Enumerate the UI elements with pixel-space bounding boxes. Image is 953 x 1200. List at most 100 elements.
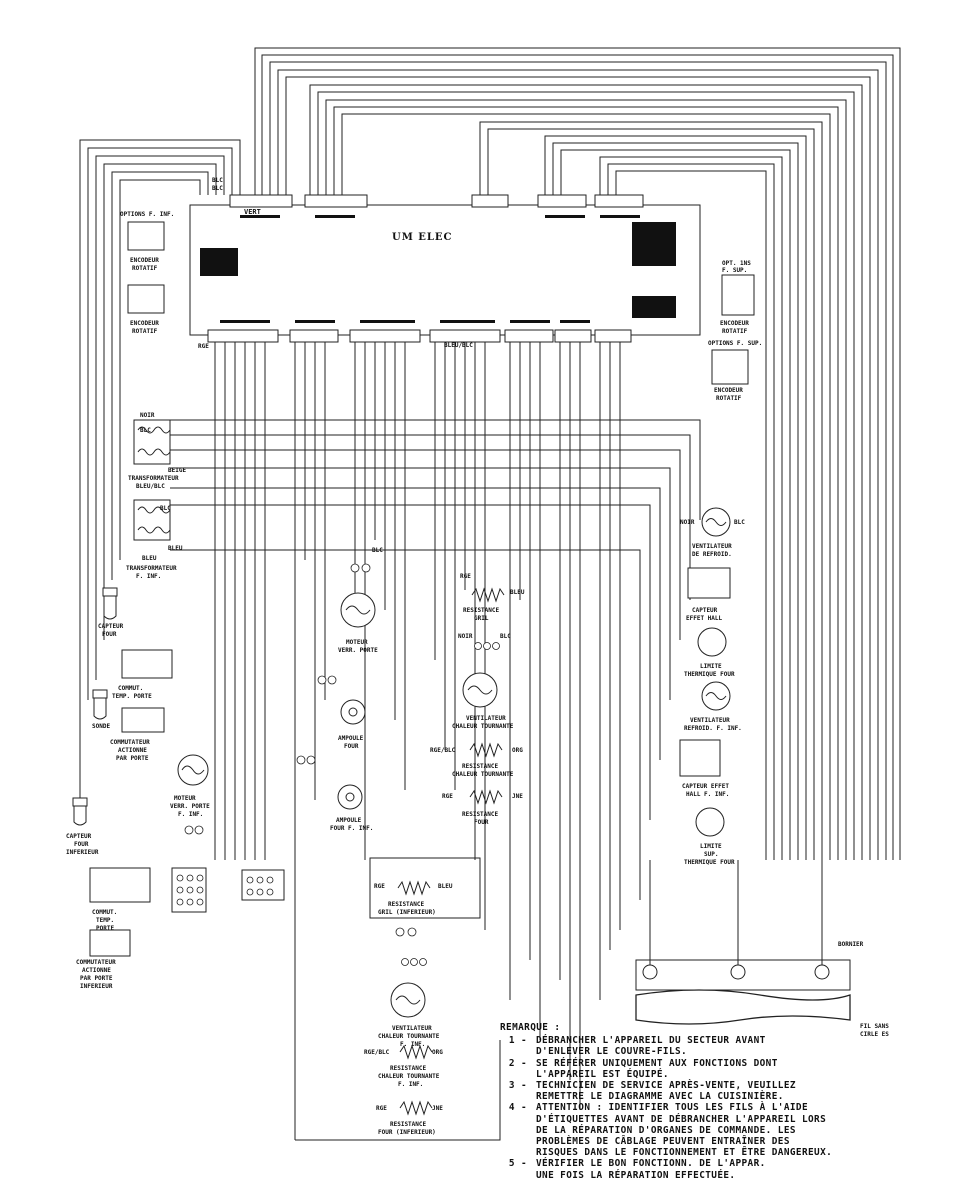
svg-text:FOUR: FOUR — [74, 841, 89, 848]
svg-text:FOUR F. INF.: FOUR F. INF. — [330, 825, 373, 832]
svg-text:VERT: VERT — [244, 208, 261, 216]
commutateur-actionne: COMMUTATEUR ACTIONNE PAR PORTE — [110, 707, 165, 762]
capteur-effet-hall-inf: CAPTEUR EFFET HALL F. INF. — [679, 739, 729, 798]
svg-text:BLEU: BLEU — [510, 589, 525, 596]
capteur-four-inf: CAPTEUR FOUR INFERIEUR — [66, 797, 99, 856]
encoder-label-4: ROTATIF — [132, 328, 158, 335]
note-item: 5 - VÉRIFIER LE BON FONCTIONN. DE L'APPA… — [508, 1158, 766, 1181]
svg-text:BLEU/BLC: BLEU/BLC — [444, 342, 473, 349]
svg-text:BLC: BLC — [734, 519, 745, 526]
svg-text:COMMUT.: COMMUT. — [118, 685, 143, 692]
limite-thermique: LIMITE THERMIQUE FOUR — [684, 627, 735, 678]
svg-text:F. INF.: F. INF. — [398, 1081, 423, 1088]
svg-text:ACTIONNE: ACTIONNE — [118, 747, 147, 754]
svg-text:TEMP. PORTE: TEMP. PORTE — [112, 693, 152, 700]
svg-text:BLC: BLC — [500, 633, 511, 640]
svg-text:CAPTEUR: CAPTEUR — [692, 607, 718, 614]
svg-text:BLC: BLC — [160, 505, 171, 512]
svg-text:CAPTEUR: CAPTEUR — [98, 623, 124, 630]
svg-text:JNE: JNE — [432, 1105, 443, 1112]
bornier-label: BORNIER — [838, 941, 864, 948]
svg-text:ORG: ORG — [432, 1049, 443, 1056]
svg-text:ROTATIF: ROTATIF — [722, 328, 748, 335]
svg-text:RESISTANCE: RESISTANCE — [463, 607, 500, 614]
svg-text:F. INF.: F. INF. — [400, 1041, 425, 1048]
resistance-gril: RESISTANCE GRIL — [463, 587, 505, 622]
svg-text:RGE/BLC: RGE/BLC — [364, 1049, 390, 1056]
svg-text:BLC: BLC — [140, 427, 151, 434]
svg-text:CHALEUR TOURNANTE: CHALEUR TOURNANTE — [452, 723, 514, 730]
svg-text:CHALEUR TOURNANTE: CHALEUR TOURNANTE — [378, 1033, 440, 1040]
svg-text:TEMP.: TEMP. — [96, 917, 114, 924]
resistance-four-inf: RESISTANCE FOUR (INFERIEUR) — [378, 1100, 436, 1136]
connector-block-center — [241, 869, 285, 901]
svg-text:PORTE: PORTE — [96, 925, 114, 932]
capteur-left: CAPTEUR FOUR — [98, 587, 124, 638]
moteur-verr-porte: MOTEUR VERR. PORTE — [338, 563, 378, 654]
encoder-label-1: ENCODEUR — [130, 257, 159, 264]
svg-text:VENTILATEUR: VENTILATEUR — [692, 543, 732, 550]
notes-block: REMARQUE : 1 - DÉBRANCHER L'APPAREIL DU … — [500, 1022, 940, 1181]
ampoule-four: AMPOULE FOUR — [317, 675, 366, 750]
svg-text:FOUR: FOUR — [344, 743, 359, 750]
svg-text:TRANSFORMATEUR: TRANSFORMATEUR — [126, 565, 177, 572]
svg-text:BLEU: BLEU — [142, 555, 157, 562]
transformer-sup: TRANSFORMATEUR BLEU/BLC — [128, 419, 179, 490]
svg-text:VENTILATEUR: VENTILATEUR — [690, 717, 730, 724]
encoder-label-2: ROTATIF — [132, 265, 158, 272]
svg-text:RGE: RGE — [442, 793, 453, 800]
svg-text:REFROID. F. INF.: REFROID. F. INF. — [684, 725, 742, 732]
svg-text:FOUR (INFERIEUR): FOUR (INFERIEUR) — [378, 1129, 436, 1136]
svg-text:BLEU/BLC: BLEU/BLC — [136, 483, 165, 490]
options-sup-label: OPTIONS F. SUP. — [708, 340, 762, 347]
bornier: BORNIER FIL SANS CIRLE ES — [635, 860, 889, 1038]
svg-text:ENCODEUR: ENCODEUR — [714, 387, 743, 394]
transformer-inf: TRANSFORMATEUR F. INF. — [126, 499, 177, 580]
svg-text:ENCODEUR: ENCODEUR — [720, 320, 749, 327]
svg-text:PAR PORTE: PAR PORTE — [116, 755, 149, 762]
svg-text:JNE: JNE — [512, 793, 523, 800]
svg-text:DE REFROID.: DE REFROID. — [692, 551, 732, 558]
svg-text:MOTEUR: MOTEUR — [174, 795, 196, 802]
svg-text:INFERIEUR: INFERIEUR — [80, 983, 113, 990]
note-item: 2 - SE RÉFÉRER UNIQUEMENT AUX FONCTIONS … — [508, 1057, 778, 1080]
svg-text:BLC: BLC — [212, 177, 223, 184]
capteur-effet-hall: CAPTEUR EFFET HALL — [686, 567, 731, 622]
svg-text:RESISTANCE: RESISTANCE — [462, 763, 499, 770]
options-inf-label: OPTIONS F. INF. — [120, 211, 174, 218]
svg-text:RESISTANCE: RESISTANCE — [388, 901, 425, 908]
svg-text:COMMUTATEUR: COMMUTATEUR — [76, 959, 116, 966]
svg-text:F. SUP.: F. SUP. — [722, 267, 747, 274]
svg-text:F. INF.: F. INF. — [178, 811, 203, 818]
ventilateur-chaleur: VENTILATEUR CHALEUR TOURNANTE — [452, 642, 514, 730]
svg-text:VERR. PORTE: VERR. PORTE — [338, 647, 378, 654]
resistance-four: RESISTANCE FOUR — [462, 789, 503, 826]
commut-temp-porte: COMMUT. TEMP. PORTE — [112, 649, 173, 700]
svg-text:VENTILATEUR: VENTILATEUR — [466, 715, 506, 722]
svg-text:RESISTANCE: RESISTANCE — [462, 811, 499, 818]
svg-text:GRIL: GRIL — [474, 615, 489, 622]
svg-text:COMMUTATEUR: COMMUTATEUR — [110, 739, 150, 746]
ventilateur-refroid: VENTILATEUR DE REFROID. — [692, 507, 732, 558]
cross-wires — [170, 419, 701, 900]
svg-text:COMMUT.: COMMUT. — [92, 909, 117, 916]
svg-text:GRIL (INFERIEUR): GRIL (INFERIEUR) — [378, 909, 436, 916]
svg-text:SONDE: SONDE — [92, 723, 110, 730]
notes-title: REMARQUE : — [500, 1022, 561, 1033]
connector-block-left — [171, 867, 207, 913]
svg-text:VERR. PORTE: VERR. PORTE — [170, 803, 210, 810]
svg-text:F. INF.: F. INF. — [136, 573, 161, 580]
note-item: 3 - TECHNICIEN DE SERVICE APRÈS-VENTE, V… — [508, 1080, 796, 1103]
svg-text:RGE: RGE — [374, 883, 385, 890]
svg-text:VENTILATEUR: VENTILATEUR — [392, 1025, 432, 1032]
svg-text:BEIGE: BEIGE — [168, 467, 186, 474]
svg-text:NOIR: NOIR — [140, 412, 155, 419]
svg-text:BLEU: BLEU — [438, 883, 453, 890]
svg-text:HALL F. INF.: HALL F. INF. — [686, 791, 729, 798]
ventilateur-refroid-inf: VENTILATEUR REFROID. F. INF. — [684, 681, 742, 732]
control-board: UM ELEC — [189, 194, 701, 343]
svg-text:CHALEUR TOURNANTE: CHALEUR TOURNANTE — [378, 1073, 440, 1080]
capteur-left-2: SONDE — [92, 689, 110, 730]
svg-text:RESISTANCE: RESISTANCE — [390, 1121, 427, 1128]
